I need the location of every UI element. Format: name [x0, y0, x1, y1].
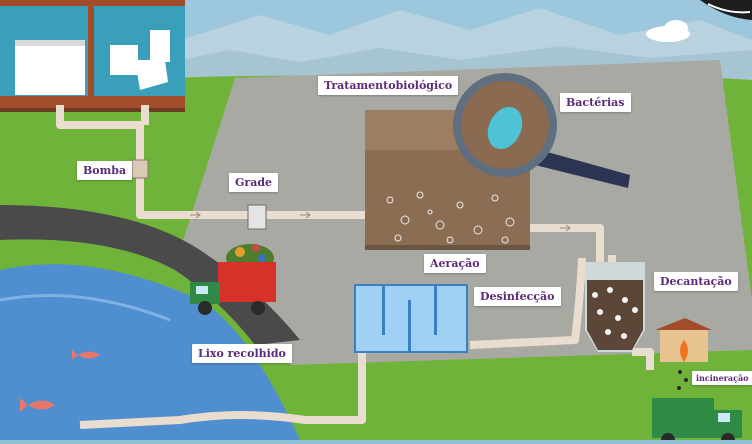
toilet-icon: [135, 60, 168, 90]
label-incineracao: incineração: [692, 371, 752, 385]
bacteria-icon: [487, 106, 523, 150]
fish-icon: [20, 398, 55, 412]
flame-icon: [680, 340, 688, 362]
label-bomba: Bomba: [77, 161, 133, 180]
aeration-bubbles: [386, 191, 515, 244]
decanter-tank: [585, 262, 645, 352]
fish-icon: [72, 350, 100, 360]
label-lixo-recolhido: Lixo recolhido: [192, 344, 292, 363]
bathroom-sink: [110, 45, 138, 75]
pipe-flow-arrows: [190, 211, 571, 232]
kitchen-cabinet: [15, 40, 85, 95]
label-desinfeccao: Desinfecção: [474, 287, 561, 306]
label-aeracao: Aeração: [424, 254, 486, 273]
label-tratamento-biologico: Tratamentobiológico: [318, 76, 459, 95]
river: [0, 264, 300, 440]
disinfection-tank: [354, 284, 468, 353]
label-bacterias: Bactérias: [560, 93, 631, 112]
cloud-icon: [646, 20, 690, 42]
label-decantacao: Decantação: [654, 272, 738, 291]
garbage-truck-red: [190, 262, 276, 315]
sewage-pipes: [56, 105, 654, 429]
pump: [131, 159, 149, 179]
road: [0, 205, 300, 345]
grade-screen: [247, 204, 267, 230]
incinerator-building: [655, 318, 712, 362]
smoke-particles: [677, 370, 688, 390]
label-grade: Grade: [229, 173, 279, 192]
magnifier-bacteria: [453, 73, 630, 188]
house: [0, 0, 185, 112]
river-ripple: [0, 294, 171, 322]
logo-mark-icon: [700, 0, 752, 20]
